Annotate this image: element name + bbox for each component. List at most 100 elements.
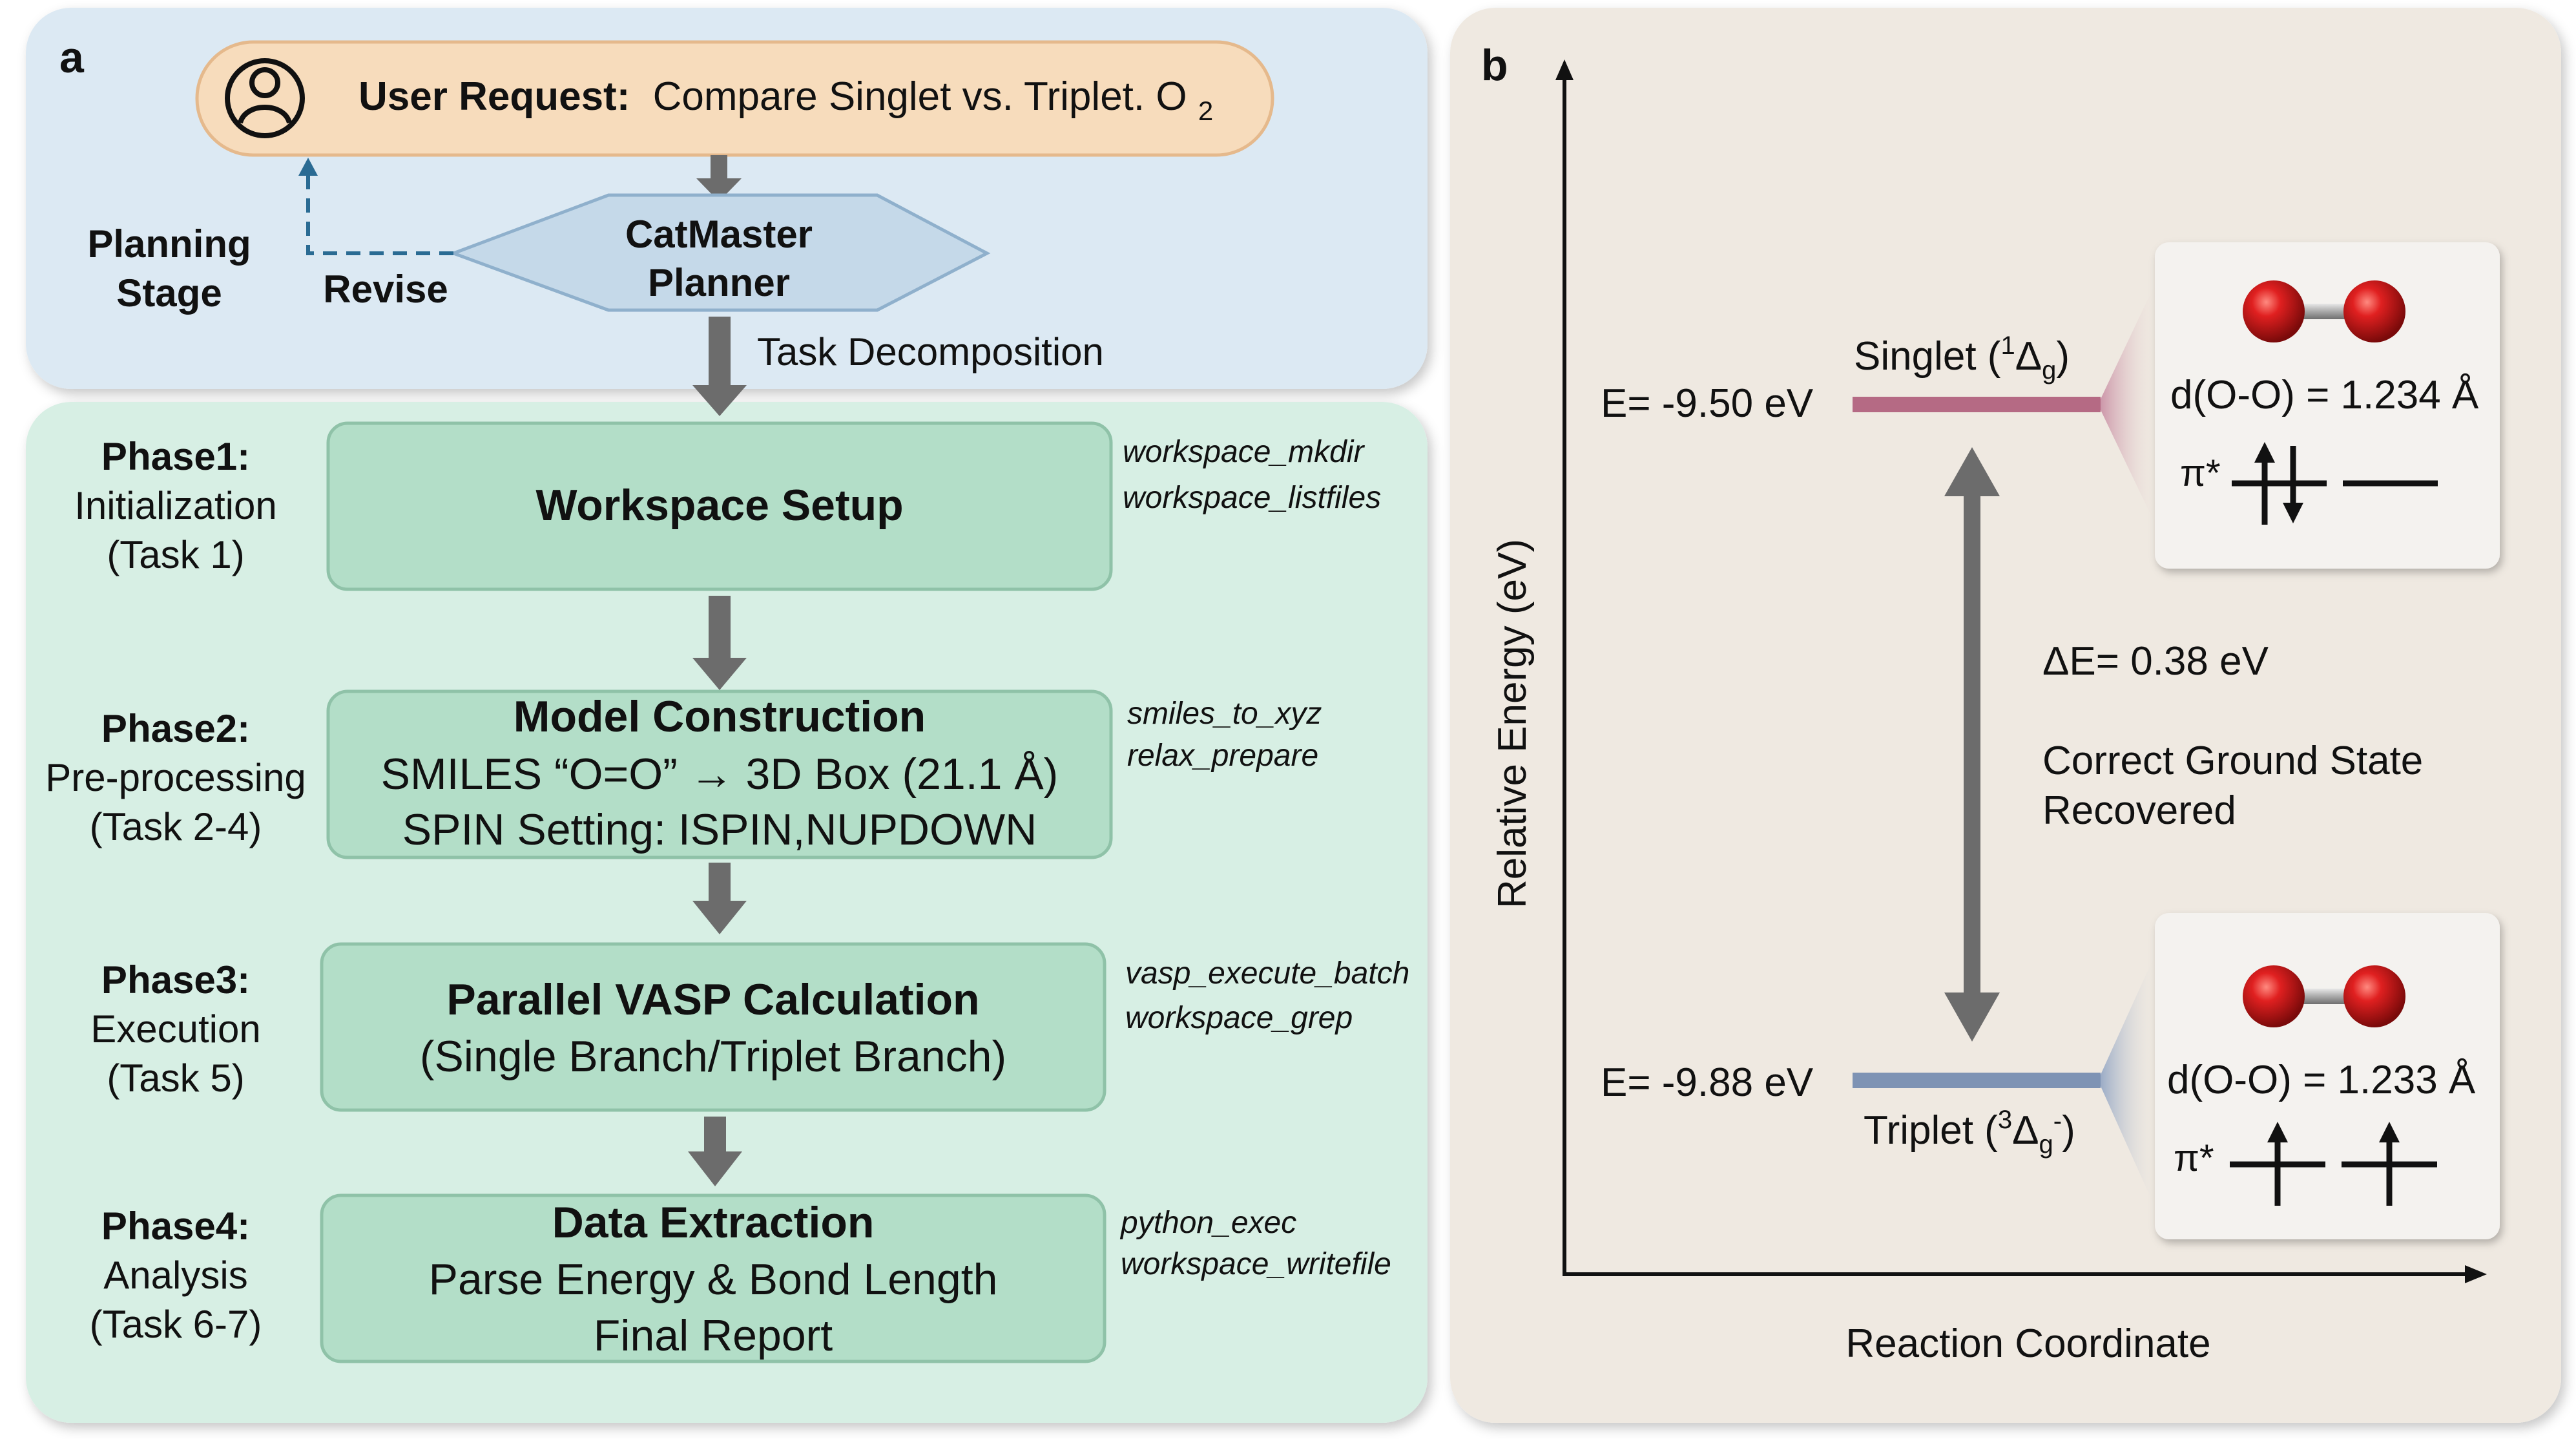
x-axis-label: Reaction Coordinate bbox=[1845, 1321, 2210, 1366]
phase-2-stage: Pre-processing bbox=[45, 756, 306, 799]
planning-stage-label-line2: Stage bbox=[116, 271, 222, 315]
panel-a-label: a bbox=[59, 33, 85, 82]
user-request-pill bbox=[195, 40, 1274, 157]
triplet-level bbox=[1853, 1073, 2101, 1088]
phase-2-tool-1: smiles_to_xyz bbox=[1127, 697, 1322, 731]
delta-e-double-arrow bbox=[1944, 447, 2000, 1042]
phase-2-box-title: Model Construction bbox=[514, 692, 926, 741]
singlet-label-end: ) bbox=[2056, 334, 2070, 379]
phase-3-box bbox=[320, 942, 1106, 1112]
triplet-label: Triplet (3Δg-) bbox=[1864, 1106, 2075, 1159]
phase-3-tasks: (Task 5) bbox=[107, 1056, 244, 1100]
ground-state-note-line1: Correct Ground State bbox=[2042, 739, 2423, 783]
phase-3-title: Phase3: bbox=[101, 958, 250, 1002]
task-decomposition-label: Task Decomposition bbox=[757, 330, 1104, 373]
user-request-bold: User Request: bbox=[358, 74, 630, 119]
phase-1-tool-2: workspace_listfiles bbox=[1123, 481, 1381, 515]
phase-4-title: Phase4: bbox=[101, 1204, 250, 1248]
y-axis-label: Relative Energy (eV) bbox=[1490, 539, 1535, 909]
phase-4-tool-2: workspace_writefile bbox=[1121, 1247, 1391, 1281]
singlet-label: Singlet (1Δg) bbox=[1854, 331, 2070, 384]
triplet-pi-star: π* bbox=[2174, 1137, 2214, 1179]
phase-4: Phase4: Analysis (Task 6-7) Data Extract… bbox=[90, 1193, 1391, 1363]
phase-3-box-line-1: (Single Branch/Triplet Branch) bbox=[420, 1032, 1006, 1081]
arrow-phase1-to-phase2 bbox=[692, 596, 747, 690]
o2-molecule-icon bbox=[2243, 280, 2405, 342]
planner-hexagon bbox=[448, 193, 991, 312]
singlet-label-sup: 1 bbox=[2000, 331, 2015, 360]
phase-4-box bbox=[320, 1193, 1106, 1363]
triplet-bond-length: d(O-O) = 1.233 Å bbox=[2167, 1058, 2476, 1102]
phase-2-tool-2: relax_prepare bbox=[1127, 739, 1318, 773]
phase-1-box-title: Workspace Setup bbox=[535, 481, 903, 530]
phase-1-title: Phase1: bbox=[101, 435, 250, 478]
singlet-label-main: Singlet ( bbox=[1854, 334, 2001, 379]
phase-2-title: Phase2: bbox=[101, 707, 250, 750]
arrow-request-to-planner bbox=[696, 155, 742, 202]
triplet-orbital-2 bbox=[2342, 1122, 2437, 1206]
energy-axes bbox=[1555, 59, 2487, 1283]
phase-2-box bbox=[326, 689, 1113, 859]
phase-4-box-line-2: Final Report bbox=[594, 1311, 833, 1360]
revise-arrow bbox=[298, 158, 453, 255]
arrow-task-decomposition bbox=[692, 317, 747, 416]
singlet-inset-card bbox=[2155, 242, 2500, 569]
triplet-label-sup2: - bbox=[2053, 1107, 2062, 1135]
panel-b: b Relative Energy (eV) Reaction Coordina… bbox=[1450, 8, 2561, 1423]
arrow-phase2-to-phase3 bbox=[692, 863, 747, 934]
triplet-inset: d(O-O) = 1.233 Å π* bbox=[2155, 913, 2500, 1239]
planner-label-line2: Planner bbox=[648, 261, 790, 304]
triplet-label-main: Triplet ( bbox=[1864, 1108, 1998, 1153]
delta-e-label: ΔE= 0.38 eV bbox=[2042, 639, 2269, 684]
user-icon bbox=[225, 58, 305, 138]
user-request-text: User Request: Compare Singlet vs. Triple… bbox=[358, 74, 1213, 126]
phase-4-box-line-1: Parse Energy & Bond Length bbox=[429, 1255, 998, 1304]
phase-1: Phase1: Initialization (Task 1) Workspac… bbox=[74, 421, 1381, 591]
triplet-label-delta: Δ bbox=[2012, 1108, 2039, 1153]
ground-state-note-line2: Recovered bbox=[2042, 788, 2236, 833]
user-request-body: Compare Singlet vs. Triplet. O bbox=[653, 74, 1187, 119]
panel-a: a User Request: Compare Singlet vs. Trip… bbox=[26, 8, 1428, 1423]
phase-1-stage: Initialization bbox=[74, 484, 277, 527]
panel-b-label: b bbox=[1481, 41, 1508, 90]
triplet-fan bbox=[2098, 955, 2155, 1207]
triplet-inset-card bbox=[2155, 913, 2500, 1239]
singlet-bond-length: d(O-O) = 1.234 Å bbox=[2170, 373, 2479, 417]
phase-1-tasks: (Task 1) bbox=[107, 533, 244, 576]
o2-molecule-icon bbox=[2243, 965, 2405, 1027]
phase-3-stage: Execution bbox=[90, 1007, 261, 1051]
phase-1-box bbox=[326, 421, 1113, 591]
phase-2-box-line-1: SMILES “O=O” → 3D Box (21.1 Å) bbox=[381, 750, 1059, 799]
triplet-energy: E= -9.88 eV bbox=[1601, 1060, 1814, 1105]
singlet-label-sub: g bbox=[2042, 356, 2056, 384]
revise-label: Revise bbox=[323, 268, 448, 311]
singlet-energy: E= -9.50 eV bbox=[1601, 381, 1814, 426]
phase-4-box-title: Data Extraction bbox=[552, 1198, 875, 1247]
phase-2: Phase2: Pre-processing (Task 2-4) Model … bbox=[45, 689, 1322, 859]
arrow-phase3-to-phase4 bbox=[688, 1117, 742, 1186]
singlet-fan bbox=[2098, 284, 2155, 523]
phase-2-box-line-2: SPIN Setting: ISPIN,NUPDOWN bbox=[402, 805, 1037, 854]
triplet-label-sub: g bbox=[2039, 1130, 2053, 1159]
planning-stage-label-line1: Planning bbox=[87, 222, 251, 266]
triplet-label-end: ) bbox=[2062, 1108, 2075, 1153]
phase-4-stage: Analysis bbox=[103, 1254, 247, 1297]
phase-4-tasks: (Task 6-7) bbox=[90, 1303, 262, 1346]
phase-3-box-title: Parallel VASP Calculation bbox=[446, 975, 979, 1024]
phase-3-tool-1: vasp_execute_batch bbox=[1125, 956, 1409, 991]
phase-3: Phase3: Execution (Task 5) Parallel VASP… bbox=[90, 942, 1409, 1112]
singlet-inset: d(O-O) = 1.234 Å π* bbox=[2155, 242, 2500, 569]
singlet-level bbox=[1853, 397, 2101, 412]
phase-3-tool-2: workspace_grep bbox=[1125, 1001, 1353, 1035]
user-request-subscript: 2 bbox=[1198, 96, 1213, 126]
phase-4-tool-1: python_exec bbox=[1119, 1206, 1296, 1240]
phase-1-tool-1: workspace_mkdir bbox=[1123, 435, 1365, 469]
triplet-label-sup: 3 bbox=[1998, 1106, 2012, 1134]
planner-label-line1: CatMaster bbox=[625, 213, 813, 256]
singlet-label-delta: Δ bbox=[2015, 334, 2042, 379]
singlet-pi-star: π* bbox=[2180, 452, 2221, 494]
triplet-orbital-1 bbox=[2230, 1122, 2325, 1206]
phase-2-tasks: (Task 2-4) bbox=[90, 805, 262, 848]
singlet-orbital-paired bbox=[2232, 442, 2327, 525]
